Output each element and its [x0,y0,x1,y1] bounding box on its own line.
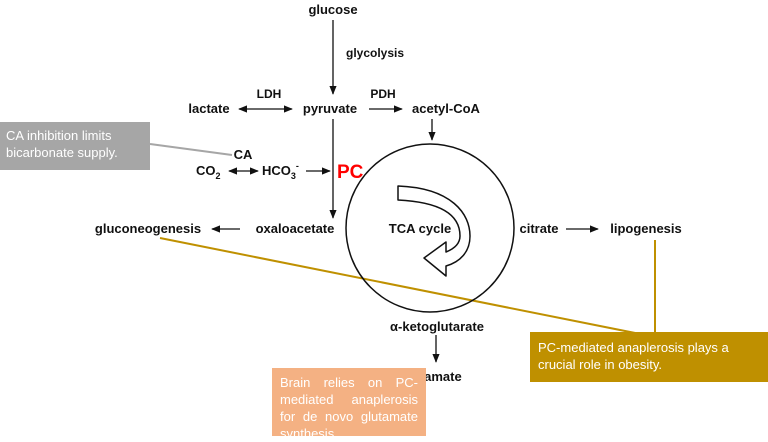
label-ldh: LDH [257,87,282,101]
label-glucose: glucose [308,2,357,17]
label-gluconeogenesis: gluconeogenesis [95,221,201,236]
label-alpha-ketoglutarate: α-ketoglutarate [390,319,484,334]
label-hco3: HCO3- [262,161,299,181]
label-pc: PC [337,162,364,183]
label-glycolysis: glycolysis [346,46,404,60]
label-pdh: PDH [370,87,395,101]
cycle-arrow [397,185,471,277]
obesity-note: PC-mediated anaplerosis plays a crucial … [530,332,768,382]
label-acetyl-coa: acetyl-CoA [412,101,481,116]
label-citrate: citrate [519,221,558,236]
tca-cycle-circle [345,143,515,313]
label-tca-cycle: TCA cycle [389,221,451,236]
label-lipogenesis: lipogenesis [610,221,682,236]
brain-note: Brain relies on PC-mediated anaplerosis … [272,368,426,441]
ca-inhibition-note: CA inhibition limits bicarbonate supply. [0,122,150,170]
label-lactate: lactate [188,101,229,116]
label-pyruvate: pyruvate [303,101,357,116]
gluconeogenesis-obesity-connector [159,237,656,338]
label-ca: CA [234,147,253,162]
ca-note-connector [149,143,233,156]
label-oxaloacetate: oxaloacetate [256,221,335,236]
label-co2: CO2 [196,163,221,181]
